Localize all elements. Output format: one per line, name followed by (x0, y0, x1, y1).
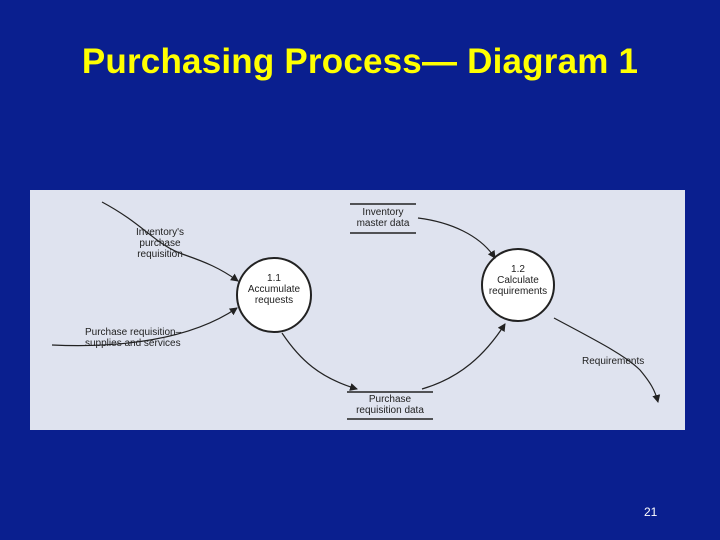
process-1-2-label: 1.2 Calculate requirements (478, 264, 558, 297)
flow-requirements (553, 317, 661, 403)
process-1-1-number: 1.1 (267, 273, 281, 284)
store-requisition-line2: requisition data (356, 405, 424, 416)
flow-inventory-requisition-label: Inventory's purchase requisition (122, 227, 198, 260)
store-inventory-line2: master data (356, 218, 410, 229)
slide-title: Purchasing Process— Diagram 1 (81, 42, 639, 81)
process-1-1-name-line2: requests (254, 295, 294, 306)
diagram-lines (51, 201, 661, 420)
store-inventory-line1: Inventory (362, 207, 404, 218)
flow-inventory-requisition (101, 201, 239, 282)
data-flow-diagram: 1.1 Accumulate requests 1.2 Calculate re… (30, 190, 685, 430)
flow-purchase-requisition (51, 307, 238, 347)
process-1-1-circle (236, 257, 312, 333)
flow-purchase-requisition-line2: supplies and services (85, 338, 181, 349)
flow-inventory-requisition-line1: Inventory's (135, 227, 185, 238)
process-1-2-name-line1: Calculate (497, 275, 539, 286)
flow-purchase-requisition-line1: Purchase requisition– (85, 327, 182, 338)
store-requisition-label: Purchase requisition data (343, 394, 437, 416)
store-requisition-line1: Purchase (368, 394, 412, 405)
process-1-1-label: 1.1 Accumulate requests (234, 273, 314, 306)
process-1-1-name-line1: Accumulate (247, 284, 301, 295)
flow-requirements-label: Requirements (582, 356, 645, 367)
page-number: 21 (644, 505, 658, 519)
store-inventory-label: Inventory master data (348, 207, 418, 229)
flow-to-requisition-store (281, 332, 358, 391)
process-1-2-circle (481, 248, 555, 322)
process-1-2-name-line2: requirements (488, 286, 548, 297)
process-1-2-number: 1.2 (511, 264, 525, 275)
flow-inventory-requisition-line2: purchase (139, 238, 181, 249)
flow-purchase-requisition-label: Purchase requisition– supplies and servi… (85, 327, 215, 349)
flow-inventory-to-calculate (417, 217, 496, 259)
flow-requisition-to-calculate (421, 323, 506, 390)
flow-inventory-requisition-line3: requisition (137, 249, 183, 260)
